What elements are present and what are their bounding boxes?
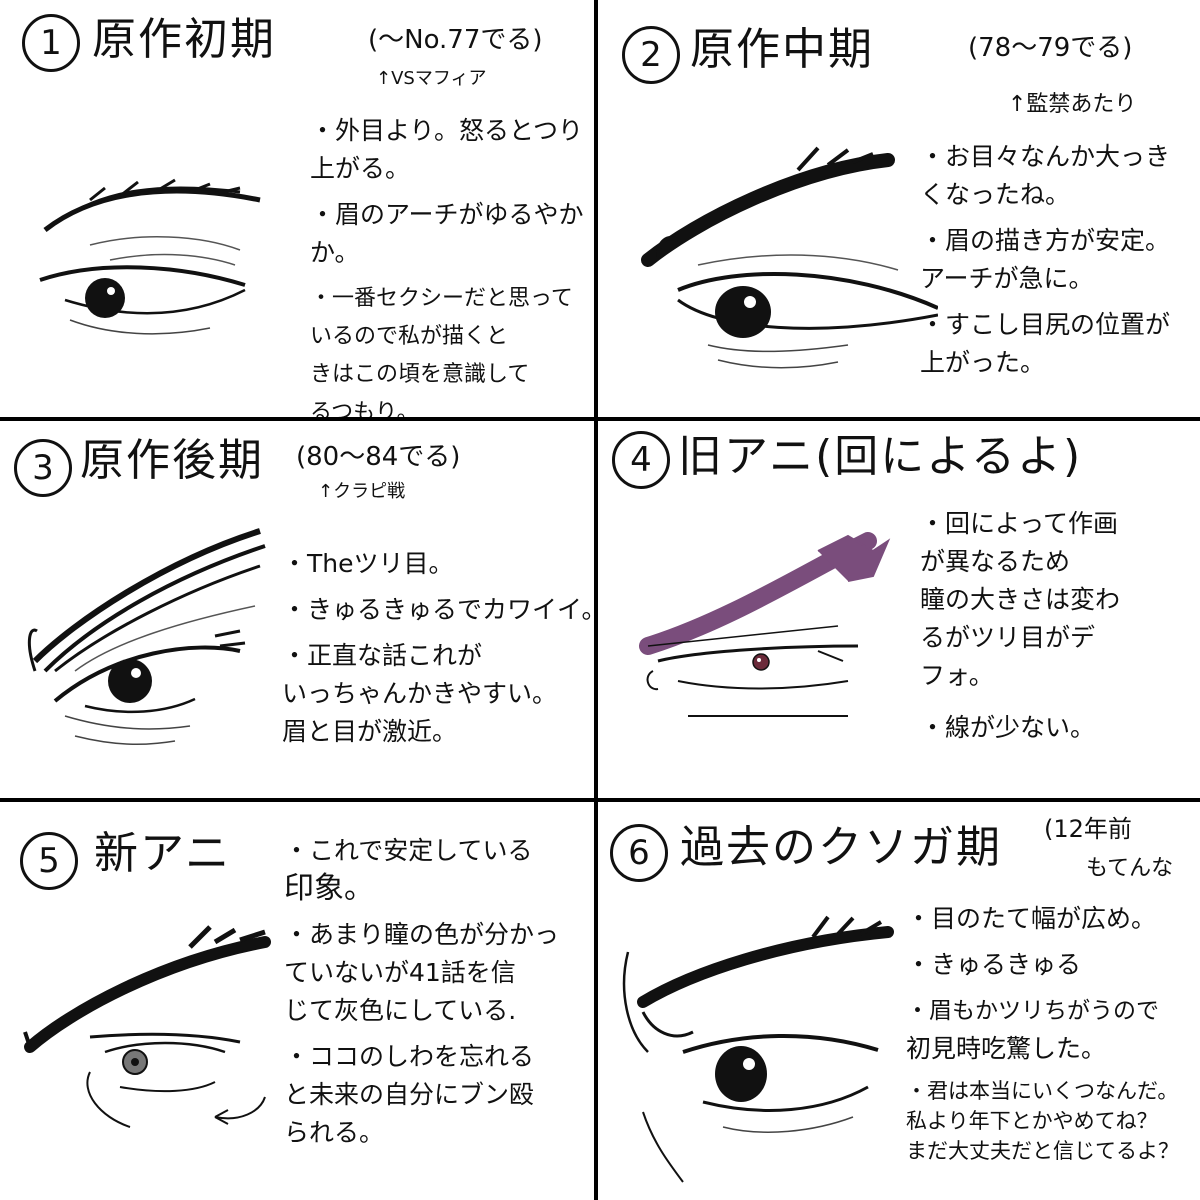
panel-3: 3 原作後期 (80〜84でる) ↑クラピ戦 ・Theツリ目。 ・きゅるきゅるで… bbox=[0, 421, 596, 798]
notes-list: ・目のたて幅が広め。 ・きゅるきゅる ・眉もかツリちがうので 初見時吃驚した。 … bbox=[906, 900, 1179, 1174]
panel-title: 新アニ bbox=[94, 828, 232, 879]
panel-number: 2 bbox=[622, 26, 680, 84]
panel-number: 6 bbox=[610, 824, 668, 882]
panel-subnote: もてんな bbox=[1086, 856, 1174, 881]
panel-number: 5 bbox=[20, 832, 78, 890]
note-item: ・回によって作画 が異なるため 瞳の大きさは変わ るがツリ目がデ フォ。 bbox=[920, 509, 1121, 690]
panel-2: 2 原作中期 (78〜79でる) ↑監禁あたり ・お目々なんか大っき くなったね… bbox=[598, 0, 1200, 417]
panel-6: 6 過去のクソガ期 (12年前 もてんな ・目のたて幅が広め。 ・きゅるきゅる … bbox=[598, 802, 1200, 1200]
panel-number: 1 bbox=[22, 14, 80, 72]
note-item: ・きゅるきゅるでカワイイ。 bbox=[282, 595, 596, 624]
note-item: ・線が少ない。 bbox=[920, 713, 1096, 742]
notes-list: ・これで安定している 印象。 ・あまり瞳の色が分かっ ていないが41話を信 じて… bbox=[284, 832, 559, 1160]
note-item: ・君は本当にいくつなんだ。 私より年下とかやめてね？ まだ大丈夫だと信じてるよ？ bbox=[906, 1079, 1179, 1163]
eye-illustration bbox=[613, 912, 913, 1192]
panel-subtitle: (12年前 bbox=[1044, 815, 1132, 843]
note-item: ・眉の描き方が安定。 アーチが急に。 bbox=[920, 226, 1171, 293]
eye-illustration bbox=[10, 922, 290, 1142]
eye-illustration bbox=[10, 170, 280, 370]
panel-subtitle: (78〜79でる) bbox=[968, 33, 1133, 63]
note-item: ・お目々なんか大っき くなったね。 bbox=[920, 142, 1171, 209]
panel-subnote: ↑クラピ戦 bbox=[318, 481, 406, 502]
panel-4: 4 旧アニ(回によるよ) ・回によって作画 が異なるため 瞳の大きさは変わ るが… bbox=[598, 421, 1200, 798]
panel-title: 原作初期 bbox=[92, 14, 276, 65]
note-item: ・Theツリ目。 bbox=[282, 549, 454, 578]
panel-number: 3 bbox=[14, 439, 72, 497]
note-item: ・外目より。怒るとつり 上がる。 bbox=[310, 116, 584, 183]
panel-title: 旧アニ(回によるよ) bbox=[678, 431, 1083, 482]
panel-subtitle: (〜No.77でる) bbox=[368, 25, 543, 55]
notes-list: ・回によって作画 が異なるため 瞳の大きさは変わ るがツリ目がデ フォ。 ・線が… bbox=[920, 505, 1120, 755]
notes-list: ・お目々なんか大っき くなったね。 ・眉の描き方が安定。 アーチが急に。 ・すこ… bbox=[920, 138, 1170, 390]
note-item: ・正直な話これが いっちゃんかきやすい。 眉と目が激近。 bbox=[282, 641, 558, 746]
note-item: ・一番セクシーだと思って いるので私が描くと きはこの頃を意識して るつもり。 bbox=[310, 286, 573, 417]
panel-title: 原作中期 bbox=[690, 24, 874, 75]
note-item: ・きゅるきゅる bbox=[906, 950, 1082, 979]
panel-1: 1 原作初期 (〜No.77でる) ↑VSマフィア ・外目より。怒るとつり 上が… bbox=[0, 0, 596, 417]
panel-subnote: ↑監禁あたり bbox=[1008, 92, 1137, 117]
note-item: ・眉のアーチがゆるやか か。 bbox=[310, 200, 584, 267]
note-item: ・あまり瞳の色が分かっ ていないが41話を信 じて灰色にしている. bbox=[284, 920, 560, 1025]
panel-5: 5 新アニ ・これで安定している 印象。 ・あまり瞳の色が分かっ ていないが41… bbox=[0, 802, 596, 1200]
panel-title: 過去のクソガ期 bbox=[680, 822, 1002, 873]
panel-subnote: ↑VSマフィア bbox=[376, 68, 487, 89]
divider-vertical bbox=[594, 0, 598, 1200]
note-item: ・ココのしわを忘れる と未来の自分にブン殴 られる。 bbox=[284, 1042, 535, 1147]
notes-list: ・外目より。怒るとつり 上がる。 ・眉のアーチがゆるやか か。 ・一番セクシーだ… bbox=[310, 112, 584, 417]
panel-title: 原作後期 bbox=[80, 435, 264, 486]
panel-subtitle: (80〜84でる) bbox=[296, 442, 461, 472]
eye-illustration bbox=[618, 140, 938, 400]
note-item: ・眉もかツリちがうので 初見時吃驚した。 bbox=[906, 998, 1159, 1063]
note-item: ・目のたて幅が広め。 bbox=[906, 904, 1157, 933]
eye-illustration bbox=[15, 521, 285, 751]
notes-list: ・Theツリ目。 ・きゅるきゅるでカワイイ。 ・正直な話これが いっちゃんかきや… bbox=[282, 545, 596, 759]
divider-horizontal-1 bbox=[0, 417, 1200, 421]
divider-horizontal-2 bbox=[0, 798, 1200, 802]
eye-illustration bbox=[618, 521, 908, 731]
panel-number: 4 bbox=[612, 431, 670, 489]
note-item: ・これで安定している 印象。 bbox=[284, 836, 533, 906]
note-item: ・すこし目尻の位置が 上がった。 bbox=[920, 310, 1171, 377]
